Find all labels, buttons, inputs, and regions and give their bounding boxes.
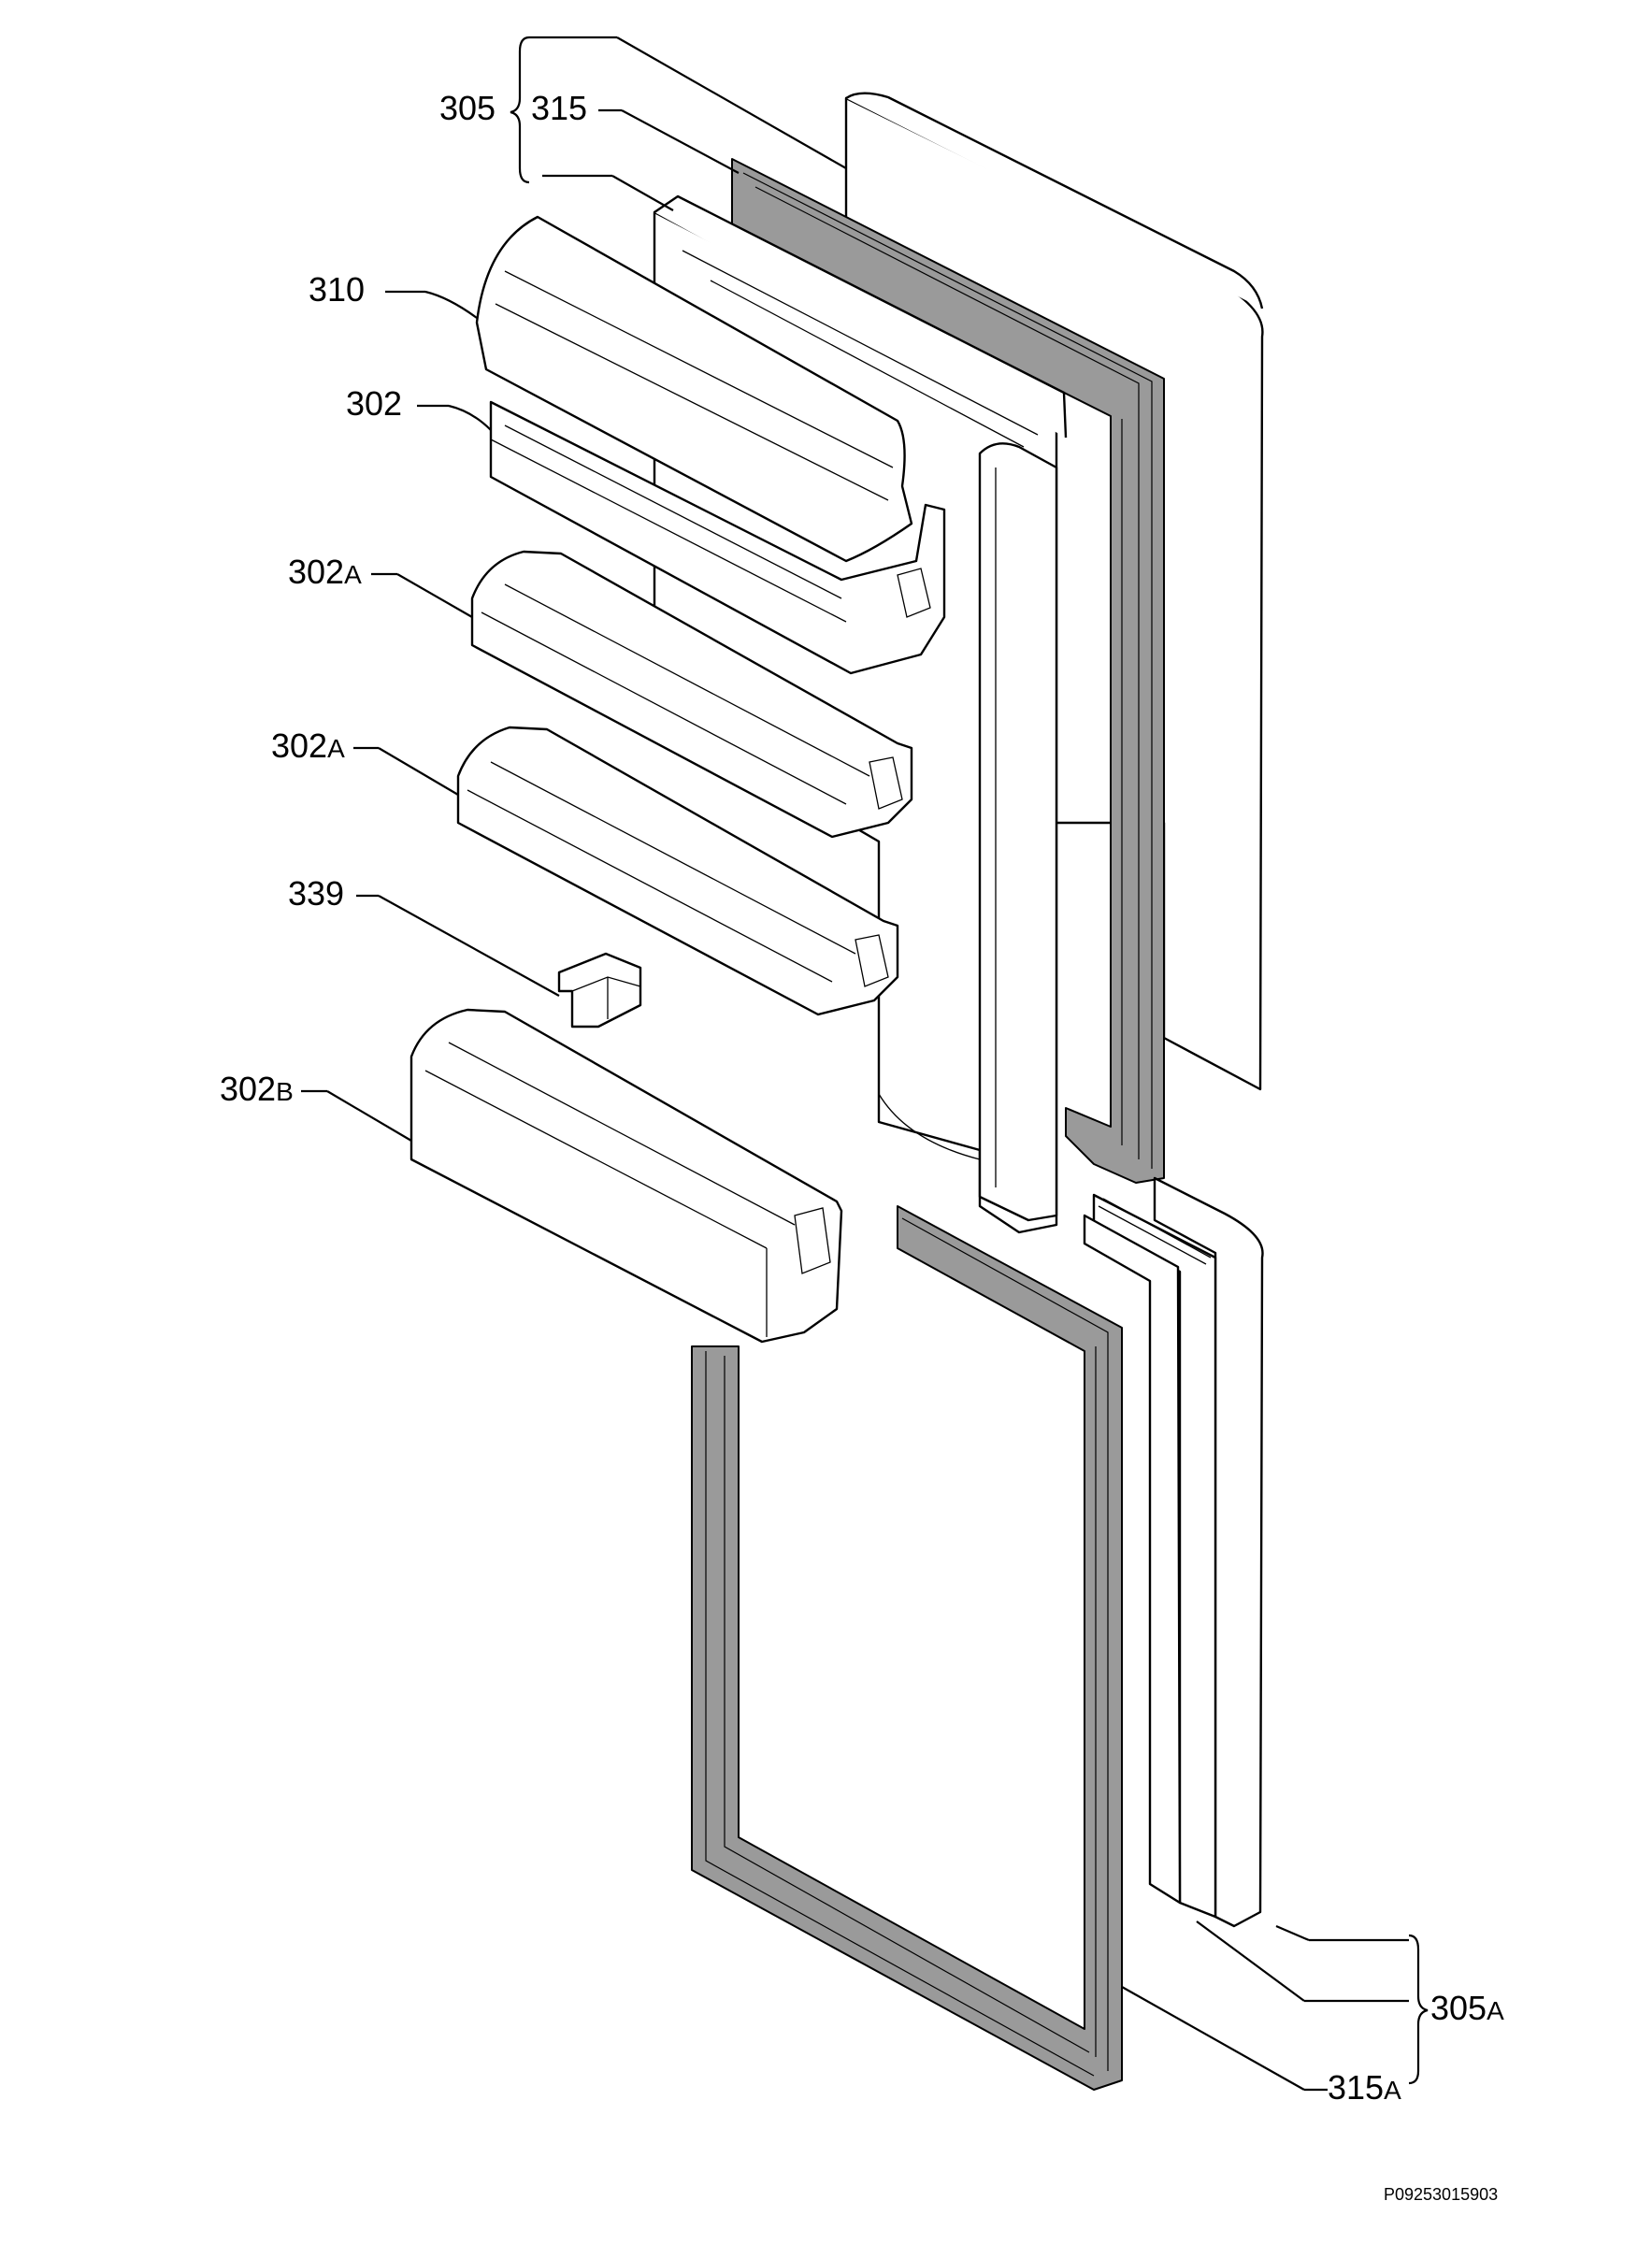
label-302b: 302B (220, 1070, 294, 1108)
label-305a-num: 305 (1430, 1989, 1487, 2027)
label-302a-1-sub: A (344, 560, 362, 589)
label-302a-1-num: 302 (288, 553, 344, 591)
label-302b-num: 302 (220, 1070, 276, 1108)
label-302a-2-num: 302 (271, 726, 327, 765)
part-302b-large-bin (409, 1008, 843, 1344)
part-310-lid (475, 215, 913, 563)
leader-lines (301, 36, 1429, 2092)
label-302a-2-sub: A (327, 734, 345, 763)
label-302a-1: 302A (288, 553, 362, 591)
lower-door-gasket (691, 1205, 1123, 2091)
label-310: 310 (309, 270, 365, 309)
part-302a-bin-2 (456, 726, 899, 1016)
label-305: 305 (439, 89, 496, 127)
label-302b-sub: B (276, 1077, 294, 1106)
lower-door-outer-panel (1083, 1176, 1264, 1928)
label-302: 302 (346, 384, 402, 423)
part-302a-bin-1 (470, 550, 913, 839)
label-315: 315 (531, 89, 587, 127)
label-305a-sub: A (1487, 1996, 1504, 2025)
label-339: 339 (288, 874, 344, 913)
label-315a-num: 315 (1328, 2068, 1384, 2107)
label-315a: 315A (1328, 2068, 1401, 2107)
drawing-code: P09253015903 (1384, 2185, 1498, 2204)
label-315a-sub: A (1384, 2076, 1401, 2105)
part-302-upper-bin (489, 400, 946, 675)
part-339-clip (557, 952, 642, 1028)
label-302a-2: 302A (271, 726, 345, 765)
label-305a: 305A (1430, 1989, 1504, 2027)
